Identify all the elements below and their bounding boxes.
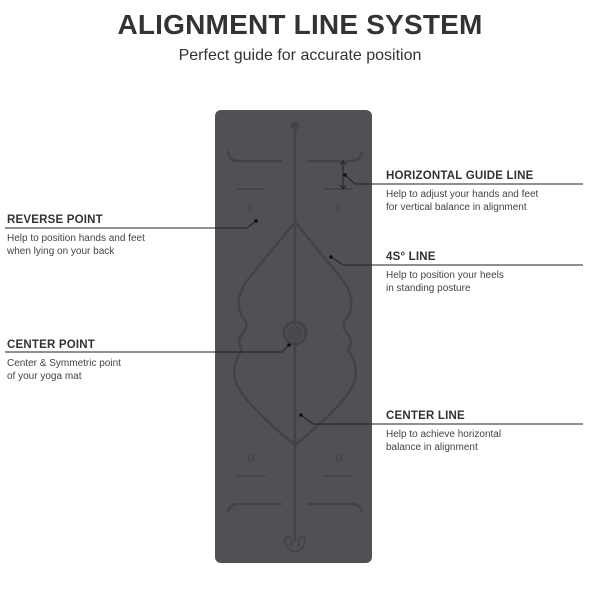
- top-point-icon: [291, 122, 299, 130]
- callout-center-line: CENTER LINE Help to achieve horizontal b…: [386, 410, 501, 454]
- callout-line-reverse-point: [5, 220, 257, 229]
- callout-description: Help to position hands and feet when lyi…: [7, 233, 145, 257]
- page-title: ALIGNMENT LINE SYSTEM: [117, 9, 483, 40]
- callout-line-center-point: [5, 344, 290, 353]
- horizontal-guide-line-top-left: [226, 150, 283, 163]
- callout-line-4s: [330, 256, 583, 266]
- callout-reverse-point: REVERSE POINT Help to position hands and…: [7, 214, 145, 258]
- horizontal-guide-line-top-right: [307, 150, 364, 163]
- callout-line-center-line: [300, 414, 583, 425]
- callout-description: Help to position your heels in standing …: [386, 270, 504, 294]
- page-subtitle: Perfect guide for accurate position: [178, 47, 422, 64]
- callout-description: Help to adjust your hands and feet for v…: [386, 189, 539, 213]
- callout-description: Help to achieve horizontal balance in al…: [386, 429, 502, 453]
- reverse-point-icon: [247, 204, 255, 212]
- brand-logo-icon: [283, 536, 307, 553]
- callout-heading: 4S° LINE: [386, 251, 436, 263]
- callout-heading: REVERSE POINT: [7, 214, 103, 226]
- callout-heading: CENTER POINT: [7, 339, 96, 351]
- center-point-circle: [282, 320, 308, 346]
- callout-line-horizontal-guide: [344, 174, 583, 185]
- callout-heading: HORIZONTAL GUIDE LINE: [386, 170, 534, 182]
- callout-horizontal-guide-line: HORIZONTAL GUIDE LINE Help to adjust you…: [386, 170, 538, 214]
- callout-heading: CENTER LINE: [386, 410, 465, 422]
- callout-4s-line: 4S° LINE Help to position your heels in …: [386, 251, 504, 295]
- callout-description: Center & Symmetric point of your yoga ma…: [7, 358, 121, 382]
- 45-degree-line: [233, 220, 357, 447]
- callout-center-point: CENTER POINT Center & Symmetric point of…: [7, 339, 121, 383]
